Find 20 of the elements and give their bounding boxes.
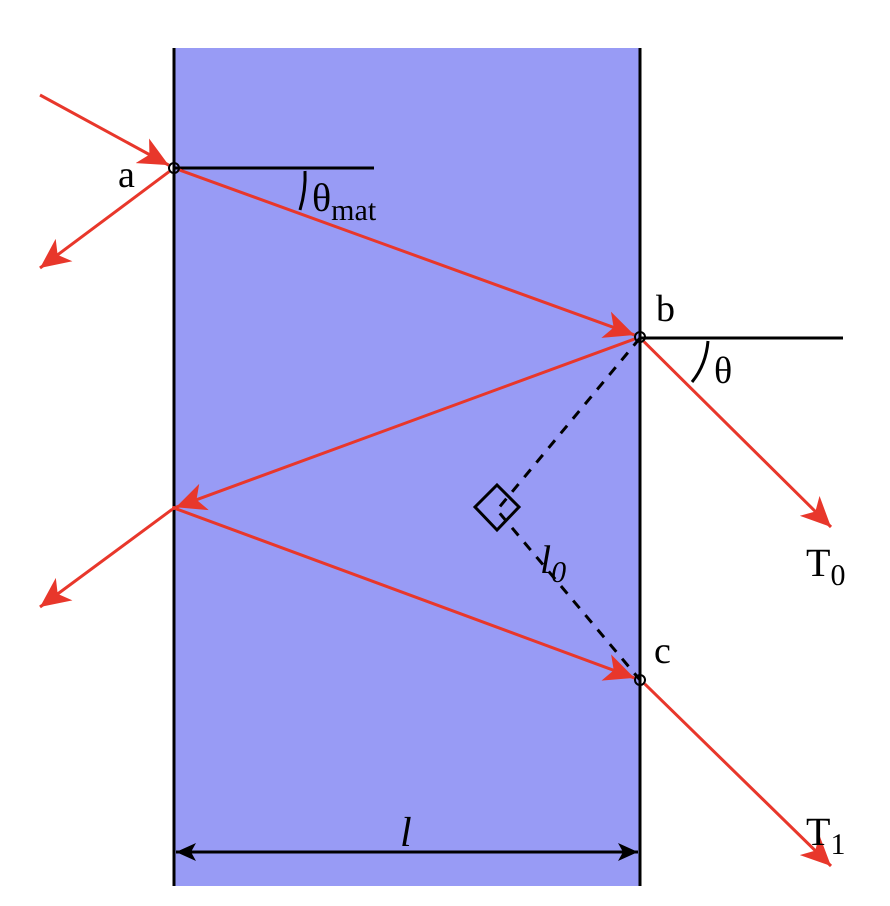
reflection-point: [172, 506, 176, 510]
point-label: b: [656, 290, 675, 328]
light-ray: [179, 168, 635, 338]
light-ray: [644, 682, 832, 868]
output-label: T$_{1}$: [806, 812, 846, 860]
light-ray: [175, 338, 635, 510]
light-ray: [39, 508, 174, 608]
angle-label: θ: [714, 352, 732, 390]
angle-label: θ$_{mat}$: [312, 178, 376, 226]
point-marker: [634, 331, 646, 343]
light-ray: [39, 170, 170, 270]
light-ray: [39, 94, 170, 166]
point-label: c: [654, 632, 671, 670]
light-ray: [642, 340, 832, 528]
point-marker: [168, 162, 180, 174]
point-label: a: [118, 156, 135, 194]
output-label: T$_{0}$: [806, 543, 846, 591]
light-ray: [175, 507, 635, 681]
dimension-label: l: [400, 812, 412, 854]
point-marker: [634, 674, 646, 686]
